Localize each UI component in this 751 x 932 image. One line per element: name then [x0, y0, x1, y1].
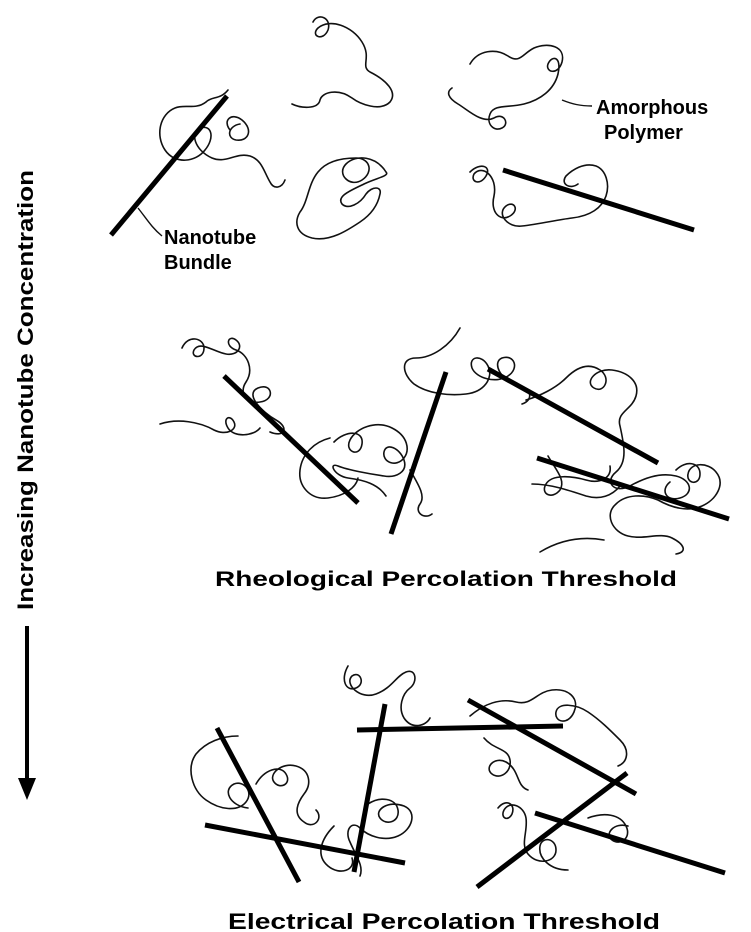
polymer-leader-line [562, 100, 592, 106]
nanotube-bundle [477, 773, 627, 887]
polymer-chain [405, 328, 530, 404]
nanotube-callout-line2: Bundle [164, 252, 232, 274]
concentration-axis: Increasing Nanotube Concentration [13, 170, 38, 800]
nanotube-bundle [111, 96, 227, 235]
polymer-chain [297, 158, 387, 239]
electrical-caption: Electrical Percolation Threshold [228, 909, 660, 932]
axis-arrow-head [18, 778, 36, 800]
panel-electrical: Electrical Percolation Threshold [191, 666, 725, 932]
nanotube-bundle [205, 825, 405, 863]
polymer-chain [227, 117, 248, 140]
nanotube-bundle [537, 458, 729, 519]
nanotube-bundle [217, 728, 299, 882]
polymer-chain [292, 17, 393, 107]
polymer-chain [344, 666, 430, 726]
polymer-chain [410, 470, 432, 516]
polymer-chain [484, 738, 528, 790]
nanotube-callout-line1: Nanotube [164, 227, 256, 249]
polymer-callout-line1: Amorphous [596, 97, 708, 119]
polymer-chain [449, 45, 563, 129]
polymer-chain [540, 539, 604, 553]
polymer-chain [160, 418, 260, 435]
nanotube-leader-line [138, 208, 162, 236]
rheological-caption: Rheological Percolation Threshold [215, 568, 677, 591]
nanotube-bundle [357, 726, 563, 730]
nanotube-bundle [503, 170, 694, 230]
nanotube-bundle [535, 813, 725, 873]
panel-dilute: Amorphous Polymer Nanotube Bundle [111, 17, 708, 274]
polymer-callout-line2: Polymer [604, 122, 683, 144]
nanotube-bundle [468, 700, 636, 794]
polymer-chain [333, 425, 407, 496]
panel-rheological: Rheological Percolation Threshold [160, 328, 729, 591]
nanotube-bundle [488, 369, 658, 463]
axis-label: Increasing Nanotube Concentration [13, 170, 38, 610]
